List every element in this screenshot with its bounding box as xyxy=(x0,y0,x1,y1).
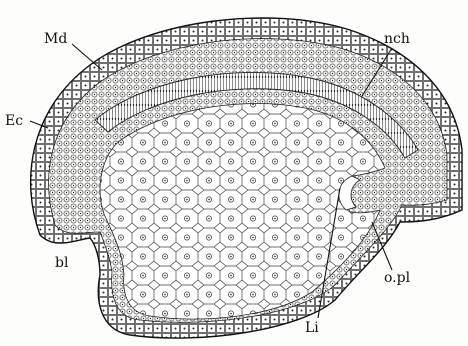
label-nch: nch xyxy=(384,31,410,47)
label-bl: bl xyxy=(55,255,69,271)
label-opl: o.pl xyxy=(384,270,411,286)
label-bl-group: bl xyxy=(55,255,69,271)
leader-md xyxy=(72,44,102,70)
label-ec: Ec xyxy=(5,113,23,129)
label-li: Li xyxy=(305,320,319,336)
label-md: Md xyxy=(44,31,67,47)
